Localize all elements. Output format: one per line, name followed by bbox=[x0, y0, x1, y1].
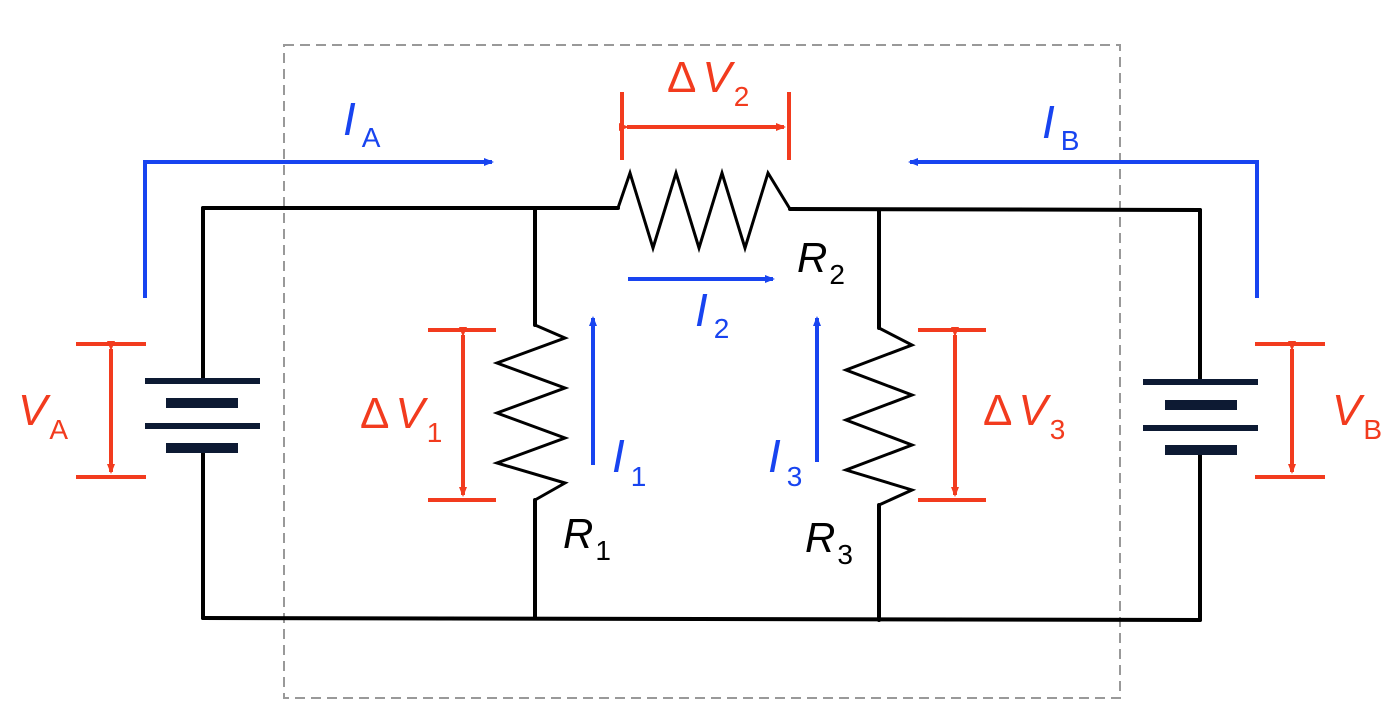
current-arrow-ib bbox=[908, 158, 1259, 298]
voltage-marker-va bbox=[76, 341, 146, 479]
label-r2: R2 bbox=[797, 234, 845, 290]
label-va: VA bbox=[18, 386, 68, 445]
wire-bottom bbox=[201, 616, 1202, 622]
battery-a bbox=[145, 378, 260, 453]
resistor-r3 bbox=[841, 326, 917, 507]
voltage-marker-vb bbox=[1255, 341, 1325, 479]
wire-top-right bbox=[788, 207, 1202, 212]
resistor-r2 bbox=[616, 167, 792, 254]
battery-b bbox=[1143, 379, 1258, 455]
voltage-marker-dv3 bbox=[918, 327, 986, 502]
circuit-wires bbox=[201, 206, 1202, 622]
label-vb: VB bbox=[1332, 386, 1382, 445]
voltage-marker-dv2 bbox=[619, 92, 791, 160]
dashed-boundary bbox=[283, 44, 1121, 699]
label-r1: R1 bbox=[563, 510, 611, 566]
label-r3: R3 bbox=[805, 514, 853, 570]
current-arrow-ia bbox=[143, 158, 494, 298]
voltage-marker-dv1 bbox=[428, 327, 496, 502]
resistor-r1 bbox=[492, 323, 570, 502]
